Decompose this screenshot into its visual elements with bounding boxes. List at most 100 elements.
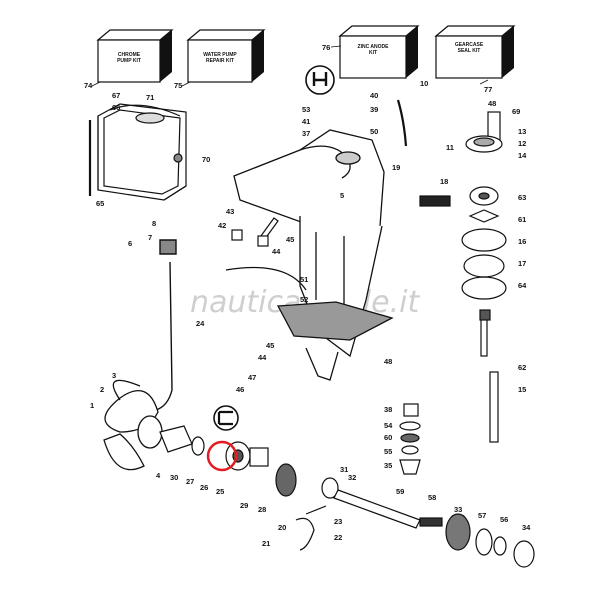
kit-number: 74	[84, 81, 93, 90]
driveshaft	[479, 309, 499, 443]
callout-number: 14	[518, 151, 527, 160]
callout-number: 41	[302, 117, 310, 126]
callout-number: 17	[518, 259, 526, 268]
callout-number: 34	[522, 523, 531, 532]
kit-box-water-pump: WATER PUMP REPAIR KIT 75	[174, 29, 266, 90]
tube-parts	[225, 99, 451, 291]
callout-number: 15	[518, 385, 526, 394]
callout-number: 48	[384, 357, 392, 366]
callout-number: 64	[518, 281, 527, 290]
zinc-anode-icon	[305, 65, 335, 95]
callout-number: 54	[384, 421, 393, 430]
kit-label-line2: KIT	[369, 50, 377, 56]
propeller	[103, 379, 163, 471]
callout-number: 62	[518, 363, 526, 372]
kit-label-line1: WATER PUMP	[203, 52, 237, 58]
callout-number: 44	[272, 247, 281, 256]
callout-number: 53	[302, 105, 310, 114]
callout-number: 18	[440, 177, 448, 186]
callout-number: 4	[156, 471, 161, 480]
shift-linkage	[295, 505, 327, 551]
kit-box-gearcase-seal: GEARCASE SEAL KIT 77	[434, 25, 516, 94]
callout-number: 58	[428, 493, 436, 502]
callout-number: 37	[302, 129, 310, 138]
callout-number: 63	[518, 193, 526, 202]
callout-number: 40	[370, 91, 378, 100]
callout-number: 59	[396, 487, 404, 496]
lower-unit-housing	[233, 129, 394, 381]
callout-number: 69	[512, 107, 520, 116]
callout-number: 16	[518, 237, 526, 246]
seal-kit-icon	[213, 405, 239, 431]
callout-number: 60	[384, 433, 392, 442]
callout-number: 33	[454, 505, 462, 514]
callout-number: 45	[286, 235, 294, 244]
callout-number: 39	[370, 105, 378, 114]
callout-number: 51	[300, 275, 308, 284]
callout-number: 8	[152, 219, 156, 228]
callout-number: 66	[112, 103, 120, 112]
kit-label-line1: ZINC ANODE	[358, 44, 390, 50]
kit-label-line2: PUMP KIT	[117, 58, 141, 64]
callout-number: 1	[90, 401, 94, 410]
kit-label-line2: REPAIR KIT	[206, 58, 234, 64]
callout-number: 11	[446, 143, 454, 152]
callout-number: 61	[518, 215, 526, 224]
callout-number: 65	[96, 199, 104, 208]
callout-number: 23	[334, 517, 342, 526]
callout-number: 52	[300, 295, 308, 304]
callout-number: 30	[170, 473, 178, 482]
callout-number: 46	[236, 385, 244, 394]
callout-number: 21	[262, 539, 270, 548]
kit-box-zinc-anode: ZINC ANODE KIT 76	[322, 25, 420, 79]
kit-number: 76	[322, 43, 330, 52]
highlighted-part-circle	[206, 440, 238, 472]
kit-label-line1: CHROME	[118, 52, 141, 58]
callout-number: 50	[370, 127, 378, 136]
water-pump-housing	[461, 111, 507, 300]
callout-number: 19	[392, 163, 400, 172]
callout-number: 67	[112, 91, 120, 100]
callout-number: 13	[518, 127, 526, 136]
callout-number: 38	[384, 405, 392, 414]
kit-number: 77	[484, 85, 492, 94]
callout-number: 20	[278, 523, 286, 532]
callout-number: 71	[146, 93, 154, 102]
callout-number: 57	[478, 511, 486, 520]
exhaust-housing-part	[88, 103, 187, 201]
callout-number: 48	[488, 99, 496, 108]
callout-number: 26	[200, 483, 208, 492]
callout-number: 45	[266, 341, 274, 350]
callout-number: 31	[340, 465, 348, 474]
callout-number: 3	[112, 371, 116, 380]
callout-number: 28	[258, 505, 266, 514]
callout-number: 70	[202, 155, 210, 164]
callout-number: 32	[348, 473, 356, 482]
callout-number: 43	[226, 207, 234, 216]
callout-number: 29	[240, 501, 248, 510]
callout-number: 10	[420, 79, 428, 88]
bearing-stack	[399, 403, 421, 475]
callout-number: 55	[384, 447, 392, 456]
kit-box-chrome-pump: CHROME PUMP KIT 74	[84, 29, 174, 90]
callout-number: 24	[196, 319, 205, 328]
callout-number: 2	[100, 385, 104, 394]
callout-number: 25	[216, 487, 224, 496]
callout-number: 27	[186, 477, 194, 486]
callout-number: 47	[248, 373, 256, 382]
callout-number: 56	[500, 515, 508, 524]
callout-number: 35	[384, 461, 392, 470]
callout-number: 7	[148, 233, 152, 242]
callout-number: 22	[334, 533, 342, 542]
callout-number: 12	[518, 139, 526, 148]
kit-label-line2: SEAL KIT	[458, 48, 481, 54]
gear-train	[159, 425, 535, 568]
kit-label-line1: GEARCASE	[455, 42, 484, 48]
callout-number: 42	[218, 221, 226, 230]
callout-number: 6	[128, 239, 132, 248]
callout-number: 44	[258, 353, 267, 362]
kit-number: 75	[174, 81, 182, 90]
shift-rod	[155, 239, 177, 411]
